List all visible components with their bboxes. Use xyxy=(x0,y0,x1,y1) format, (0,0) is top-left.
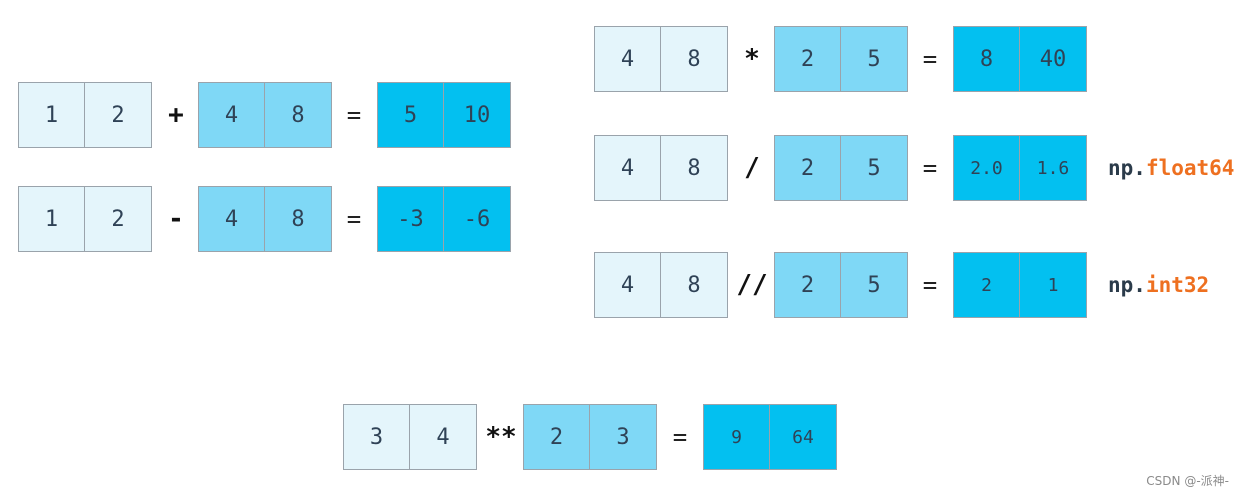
fdiv-result: 2 1 xyxy=(953,252,1087,318)
array-cell: 1 xyxy=(18,186,85,252)
array-cell: 8 xyxy=(661,252,728,318)
array-cell: 5 xyxy=(841,252,908,318)
equals-sign: = xyxy=(346,101,362,129)
sub-operand-a: 1 2 xyxy=(18,186,152,252)
array-cell: 40 xyxy=(1020,26,1087,92)
array-cell: 9 xyxy=(703,404,770,470)
multiply-operator: * xyxy=(744,44,760,74)
array-cell: 2 xyxy=(774,26,841,92)
array-cell: 1 xyxy=(18,82,85,148)
pow-result: 9 64 xyxy=(703,404,837,470)
dtype-prefix: np. xyxy=(1108,156,1146,180)
array-cell: 5 xyxy=(377,82,444,148)
array-cell: 4 xyxy=(594,26,661,92)
array-cell: 4 xyxy=(594,252,661,318)
equals-sign: = xyxy=(922,154,938,182)
array-cell: 2 xyxy=(774,135,841,201)
equals-sign: = xyxy=(672,423,688,451)
sub-operand-b: 4 8 xyxy=(198,186,332,252)
dtype-keyword: int32 xyxy=(1145,273,1210,297)
array-cell: 4 xyxy=(410,404,477,470)
dtype-keyword: float64 xyxy=(1145,156,1235,180)
array-cell: 8 xyxy=(661,26,728,92)
plus-operator: + xyxy=(168,100,184,130)
dtype-prefix: np. xyxy=(1108,273,1146,297)
array-cell: 4 xyxy=(198,82,265,148)
minus-operator: - xyxy=(168,204,184,234)
dtype-label-float64: np.float64 xyxy=(1108,135,1234,201)
array-cell: 2 xyxy=(953,252,1020,318)
equals-sign: = xyxy=(922,45,938,73)
div-operand-a: 4 8 xyxy=(594,135,728,201)
array-cell: 3 xyxy=(343,404,410,470)
array-cell: 10 xyxy=(444,82,511,148)
power-operator: ** xyxy=(485,422,517,452)
array-cell: 2.0 xyxy=(953,135,1020,201)
watermark: CSDN @-派神- xyxy=(1146,474,1229,488)
equals-sign: = xyxy=(346,205,362,233)
array-cell: 5 xyxy=(841,135,908,201)
array-cell: 8 xyxy=(265,186,332,252)
div-result: 2.0 1.6 xyxy=(953,135,1087,201)
array-cell: 5 xyxy=(841,26,908,92)
array-cell: -6 xyxy=(444,186,511,252)
mul-operand-a: 4 8 xyxy=(594,26,728,92)
array-cell: 8 xyxy=(953,26,1020,92)
mul-result: 8 40 xyxy=(953,26,1087,92)
fdiv-operand-a: 4 8 xyxy=(594,252,728,318)
array-cell: 4 xyxy=(594,135,661,201)
array-cell: 64 xyxy=(770,404,837,470)
dtype-label-int32: np.int32 xyxy=(1108,252,1209,318)
add-operand-b: 4 8 xyxy=(198,82,332,148)
divide-operator: / xyxy=(744,153,760,183)
array-cell: 1 xyxy=(1020,252,1087,318)
div-operand-b: 2 5 xyxy=(774,135,908,201)
add-operand-a: 1 2 xyxy=(18,82,152,148)
floor-divide-operator: // xyxy=(736,270,768,300)
array-cell: -3 xyxy=(377,186,444,252)
array-cell: 3 xyxy=(590,404,657,470)
array-cell: 2 xyxy=(85,186,152,252)
array-cell: 8 xyxy=(661,135,728,201)
sub-result: -3 -6 xyxy=(377,186,511,252)
array-cell: 4 xyxy=(198,186,265,252)
add-result: 5 10 xyxy=(377,82,511,148)
pow-operand-a: 3 4 xyxy=(343,404,477,470)
fdiv-operand-b: 2 5 xyxy=(774,252,908,318)
array-cell: 2 xyxy=(85,82,152,148)
array-cell: 2 xyxy=(523,404,590,470)
pow-operand-b: 2 3 xyxy=(523,404,657,470)
array-cell: 1.6 xyxy=(1020,135,1087,201)
mul-operand-b: 2 5 xyxy=(774,26,908,92)
array-cell: 2 xyxy=(774,252,841,318)
array-cell: 8 xyxy=(265,82,332,148)
equals-sign: = xyxy=(922,271,938,299)
